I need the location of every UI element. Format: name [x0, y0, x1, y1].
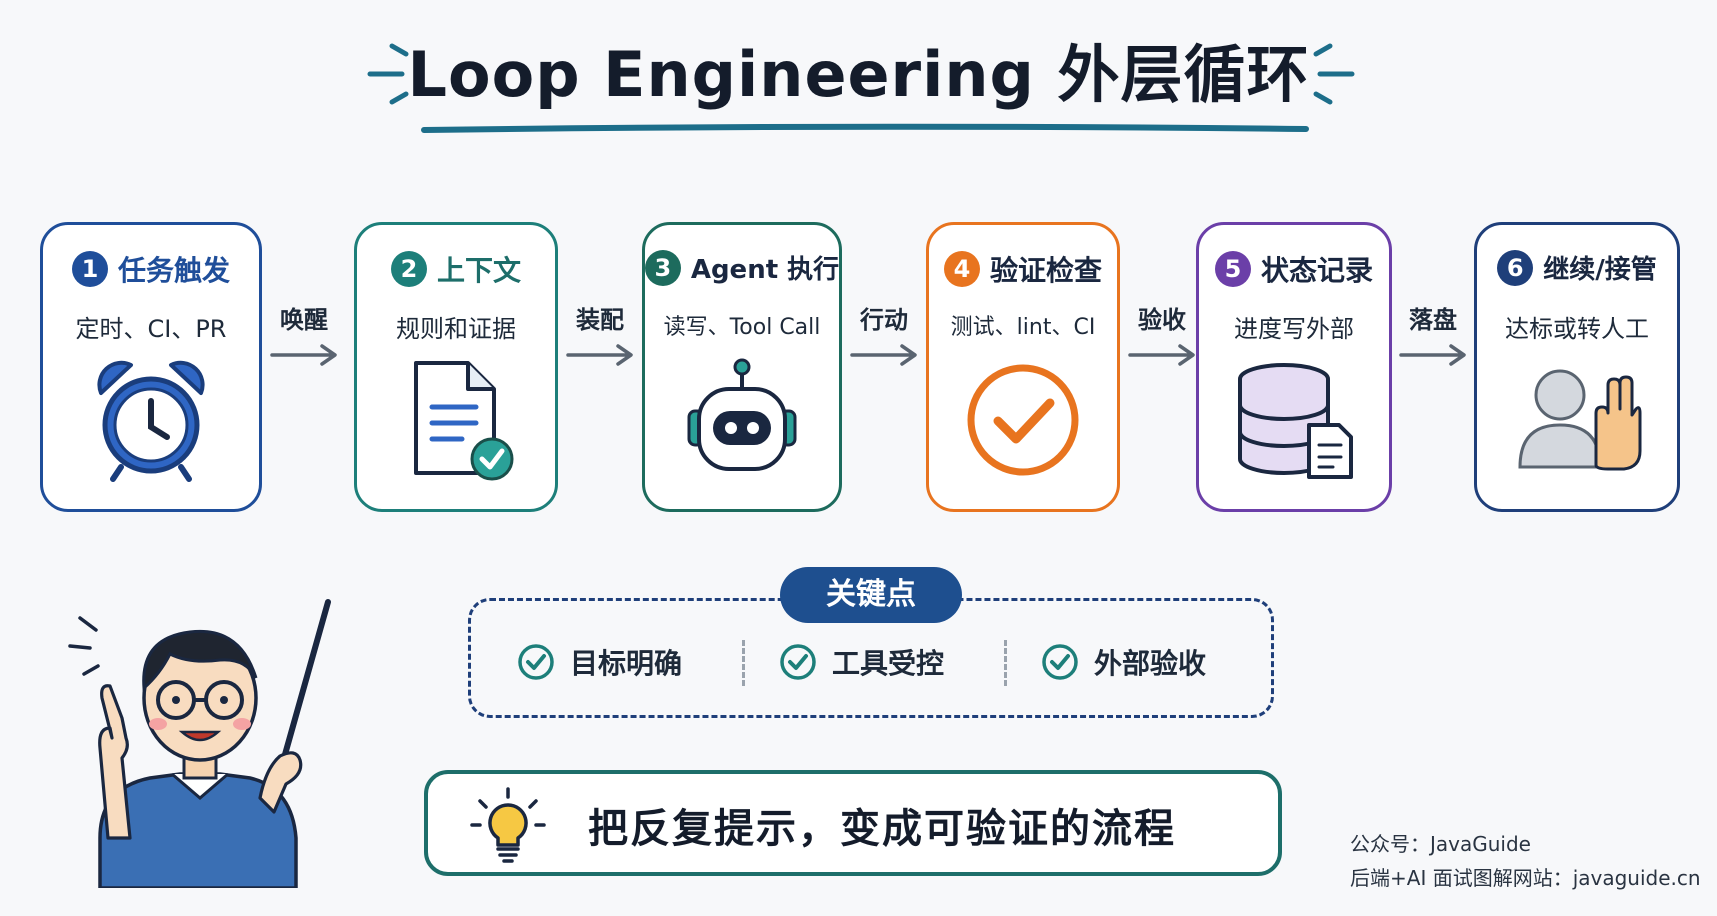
- arrow-right-icon: [566, 344, 633, 366]
- summary-text: 把反复提示，变成可验证的流程: [588, 806, 1176, 852]
- step-card-6: 6 继续/接管 达标或转人工: [1474, 222, 1680, 512]
- step-number-badge: 1: [71, 251, 108, 287]
- step-title: Agent 执行: [690, 255, 840, 285]
- arrow-right-icon: [1128, 344, 1195, 366]
- sparkle-left-icon: [367, 43, 409, 105]
- connector-4: 验收: [1120, 300, 1204, 367]
- step-subtitle: 定时、CI、PR: [75, 315, 227, 343]
- connector-2: 装配: [558, 300, 642, 367]
- step-title: 上下文: [436, 254, 521, 287]
- summary-banner: [424, 770, 1282, 876]
- step-subtitle: 测试、lint、CI: [950, 315, 1096, 340]
- document-check-icon: [414, 361, 514, 481]
- key-point-divider: [742, 640, 745, 686]
- key-point-text: 目标明确: [570, 647, 683, 680]
- footer-wechat: 公众号：JavaGuide: [1350, 832, 1531, 856]
- step-number-badge: 3: [644, 249, 681, 286]
- person-hand-icon: [1518, 369, 1642, 471]
- step-number-badge: 6: [1497, 249, 1534, 286]
- key-point-divider: [1004, 640, 1007, 686]
- step-subtitle: 进度写外部: [1234, 315, 1354, 343]
- step-card-3: 3 Agent 执行 读写、Tool Call: [642, 222, 842, 512]
- step-number-badge: 2: [390, 251, 427, 287]
- connector-label: 行动: [860, 306, 908, 334]
- connector-5: 落盘: [1392, 300, 1474, 367]
- connector-label: 唤醒: [280, 306, 328, 334]
- page-title: Loop Engineering 外层循环: [407, 38, 1310, 111]
- key-point-1: 目标明确: [516, 642, 682, 682]
- connector-label: 验收: [1138, 306, 1186, 334]
- key-points-label: 关键点: [780, 567, 962, 623]
- footer-website: 后端+AI 面试图解网站：javaguide.cn: [1350, 866, 1701, 890]
- connector-1: 唤醒: [262, 300, 346, 367]
- step-title: 继续/接管: [1543, 255, 1657, 285]
- key-point-3: 外部验收: [1040, 642, 1206, 682]
- check-circle-icon: [518, 644, 554, 680]
- alarm-clock-icon: [97, 360, 205, 482]
- connector-3: 行动: [842, 300, 926, 367]
- step-title: 验证检查: [989, 254, 1102, 287]
- lightbulb-icon: [470, 787, 546, 863]
- step-subtitle: 达标或转人工: [1505, 315, 1649, 343]
- title-underline: [421, 123, 1309, 133]
- key-point-2: 工具受控: [778, 642, 944, 682]
- check-circle-icon: [780, 644, 816, 680]
- step-number-badge: 5: [1214, 251, 1251, 287]
- connector-label: 装配: [576, 306, 624, 334]
- step-title: 状态记录: [1260, 254, 1373, 287]
- check-circle-icon: [1042, 644, 1078, 680]
- arrow-right-icon: [1399, 344, 1466, 366]
- sparkle-right-icon: [1313, 43, 1355, 105]
- step-card-1: 1 任务触发 定时、CI、PR: [40, 222, 262, 512]
- key-point-text: 外部验收: [1094, 647, 1207, 680]
- step-subtitle: 规则和证据: [396, 315, 516, 343]
- arrow-right-icon: [270, 344, 337, 366]
- arrow-right-icon: [850, 344, 917, 366]
- step-card-4: 4 验证检查 测试、lint、CI: [926, 222, 1120, 512]
- step-card-2: 2 上下文 规则和证据: [354, 222, 558, 512]
- step-card-5: 5 状态记录 进度写外部: [1196, 222, 1392, 512]
- step-number-badge: 4: [943, 251, 980, 287]
- check-circle-icon: [967, 364, 1079, 476]
- teacher-illustration: [68, 599, 331, 888]
- key-point-text: 工具受控: [832, 647, 945, 680]
- robot-icon: [687, 358, 797, 471]
- database-document-icon: [1238, 363, 1353, 479]
- connector-label: 落盘: [1409, 306, 1457, 334]
- step-title: 任务触发: [117, 254, 230, 287]
- step-subtitle: 读写、Tool Call: [663, 315, 821, 340]
